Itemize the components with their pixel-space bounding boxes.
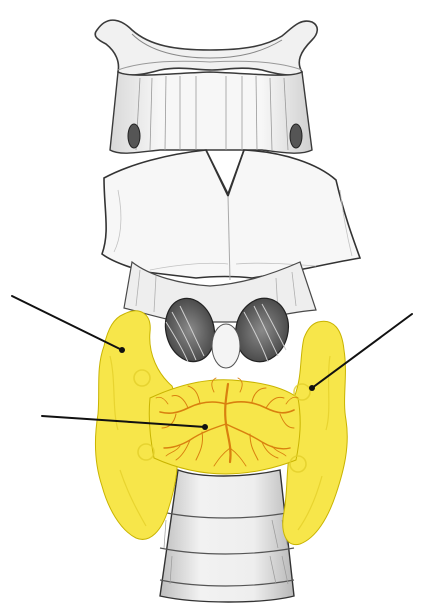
leader-dot-isthmus	[202, 424, 208, 430]
left-foramen	[128, 124, 140, 148]
isthmus	[149, 380, 300, 474]
thyroid-cartilage	[102, 150, 360, 280]
leader-dot-left-lobe	[309, 385, 315, 391]
thyrohyoid-membrane	[110, 72, 312, 153]
right-foramen	[290, 124, 302, 148]
trachea	[160, 470, 294, 602]
leader-line-right-lobe	[12, 296, 122, 350]
leader-dot-right-lobe	[119, 347, 125, 353]
hyoid-bone	[95, 20, 317, 75]
